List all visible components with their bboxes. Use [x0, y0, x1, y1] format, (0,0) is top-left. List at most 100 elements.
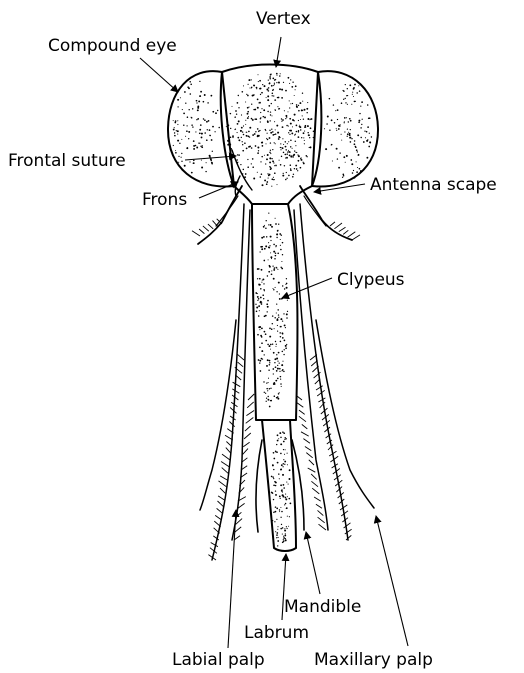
- stipple-dot: [267, 120, 268, 121]
- stipple-dot: [246, 132, 247, 133]
- stipple-dot: [265, 245, 267, 247]
- stipple-dot: [289, 516, 290, 517]
- stipple-dot: [344, 131, 345, 132]
- stipple-dot: [272, 89, 274, 91]
- stipple-dot: [227, 130, 229, 132]
- stipple-dot: [279, 511, 280, 512]
- stipple-dot: [273, 452, 275, 454]
- stipple-dot: [260, 121, 261, 122]
- stipple-dot: [282, 541, 284, 543]
- stipple-dot: [279, 88, 281, 90]
- stipple-dot: [273, 95, 274, 96]
- stipple-dot: [174, 135, 175, 136]
- compound-eye-leader: [140, 58, 178, 92]
- stipple-dot: [352, 172, 354, 174]
- stipple-dot: [205, 171, 206, 172]
- stipple-dot: [259, 251, 260, 252]
- stipple-dot: [341, 134, 342, 135]
- stipple-dot: [279, 509, 280, 510]
- stipple-dot: [270, 111, 271, 112]
- right-inner-appendage: [294, 210, 328, 530]
- stipple-dot: [245, 173, 247, 175]
- stipple-dot: [248, 79, 250, 81]
- maxillary-palp-leader: [376, 516, 408, 646]
- stipple-dot: [261, 350, 263, 352]
- stipple-dot: [204, 94, 206, 96]
- stipple-dot: [211, 163, 213, 165]
- stipple-dot: [276, 444, 277, 445]
- stipple-dot: [273, 352, 275, 354]
- stipple-dot: [191, 124, 193, 126]
- stipple-dot: [283, 144, 284, 145]
- stipple-dot: [228, 143, 230, 145]
- stipple-dot: [282, 126, 284, 128]
- stipple-dot: [243, 125, 244, 126]
- stipple-dot: [287, 143, 288, 144]
- stipple-dot: [206, 162, 207, 163]
- stipple-dot: [279, 293, 280, 294]
- stipple-dot: [269, 78, 271, 80]
- stipple-dot: [304, 143, 305, 144]
- stipple-dot: [277, 378, 279, 380]
- stipple-dot: [258, 298, 260, 300]
- stipple-dot: [353, 177, 355, 179]
- stipple-dot: [356, 149, 358, 151]
- stipple-dot: [279, 332, 281, 334]
- stipple-dot: [262, 278, 264, 280]
- stipple-dot: [269, 328, 271, 330]
- stipple-dot: [267, 111, 268, 112]
- stipple-dot: [261, 342, 263, 344]
- stipple-dot: [266, 382, 267, 383]
- stipple-dot: [335, 110, 336, 111]
- stipple-dot: [201, 146, 203, 148]
- stipple-dot: [267, 311, 268, 312]
- stipple-dot: [263, 116, 265, 118]
- stipple-dot: [181, 157, 182, 158]
- stipple-dot: [325, 148, 327, 150]
- stipple-dot: [278, 317, 279, 318]
- stipple-dot: [280, 341, 282, 343]
- stipple-dot: [261, 142, 262, 143]
- stipple-dot: [266, 220, 267, 221]
- stipple-dot: [279, 368, 281, 370]
- stipple-dot: [292, 148, 293, 149]
- stipple-dot: [277, 106, 278, 107]
- stipple-dot: [284, 504, 285, 505]
- stipple-dot: [282, 320, 283, 321]
- stipple-dot: [275, 218, 276, 219]
- stipple-dot: [271, 258, 272, 259]
- stipple-dot: [262, 84, 263, 85]
- stipple-dot: [357, 134, 359, 136]
- stipple-dot: [326, 123, 328, 125]
- stipple-dot: [276, 234, 278, 236]
- stipple-dot: [296, 168, 298, 170]
- stipple-dot: [241, 127, 243, 129]
- stipple-dot: [259, 80, 261, 82]
- stipple-dot: [262, 184, 264, 186]
- stipple-dot: [285, 494, 286, 495]
- stipple-dot: [281, 524, 282, 525]
- stipple-dot: [226, 126, 227, 127]
- stipple-dot: [359, 90, 361, 92]
- stipple-dot: [270, 240, 271, 241]
- stipple-dot: [337, 158, 338, 159]
- stipple-dot: [259, 310, 260, 311]
- stipple-dot: [275, 129, 276, 130]
- stipple-dot: [278, 537, 279, 538]
- stipple-dot: [256, 307, 258, 309]
- stipple-dot: [259, 329, 260, 330]
- stipple-dot: [292, 156, 294, 158]
- label-mandible: Mandible: [284, 597, 361, 617]
- stipple-dot: [280, 376, 282, 378]
- stipple-dot: [331, 119, 333, 121]
- stipple-dot: [186, 147, 188, 149]
- stipple-dot: [197, 109, 199, 111]
- stipple-dot: [289, 107, 290, 108]
- stipple-dot: [199, 129, 201, 131]
- stipple-dot: [199, 95, 201, 97]
- stipple-dot: [270, 252, 271, 253]
- stipple-dot: [285, 90, 287, 92]
- stipple-dot: [287, 300, 288, 301]
- stipple-dot: [274, 83, 275, 84]
- stipple-dot: [257, 300, 258, 301]
